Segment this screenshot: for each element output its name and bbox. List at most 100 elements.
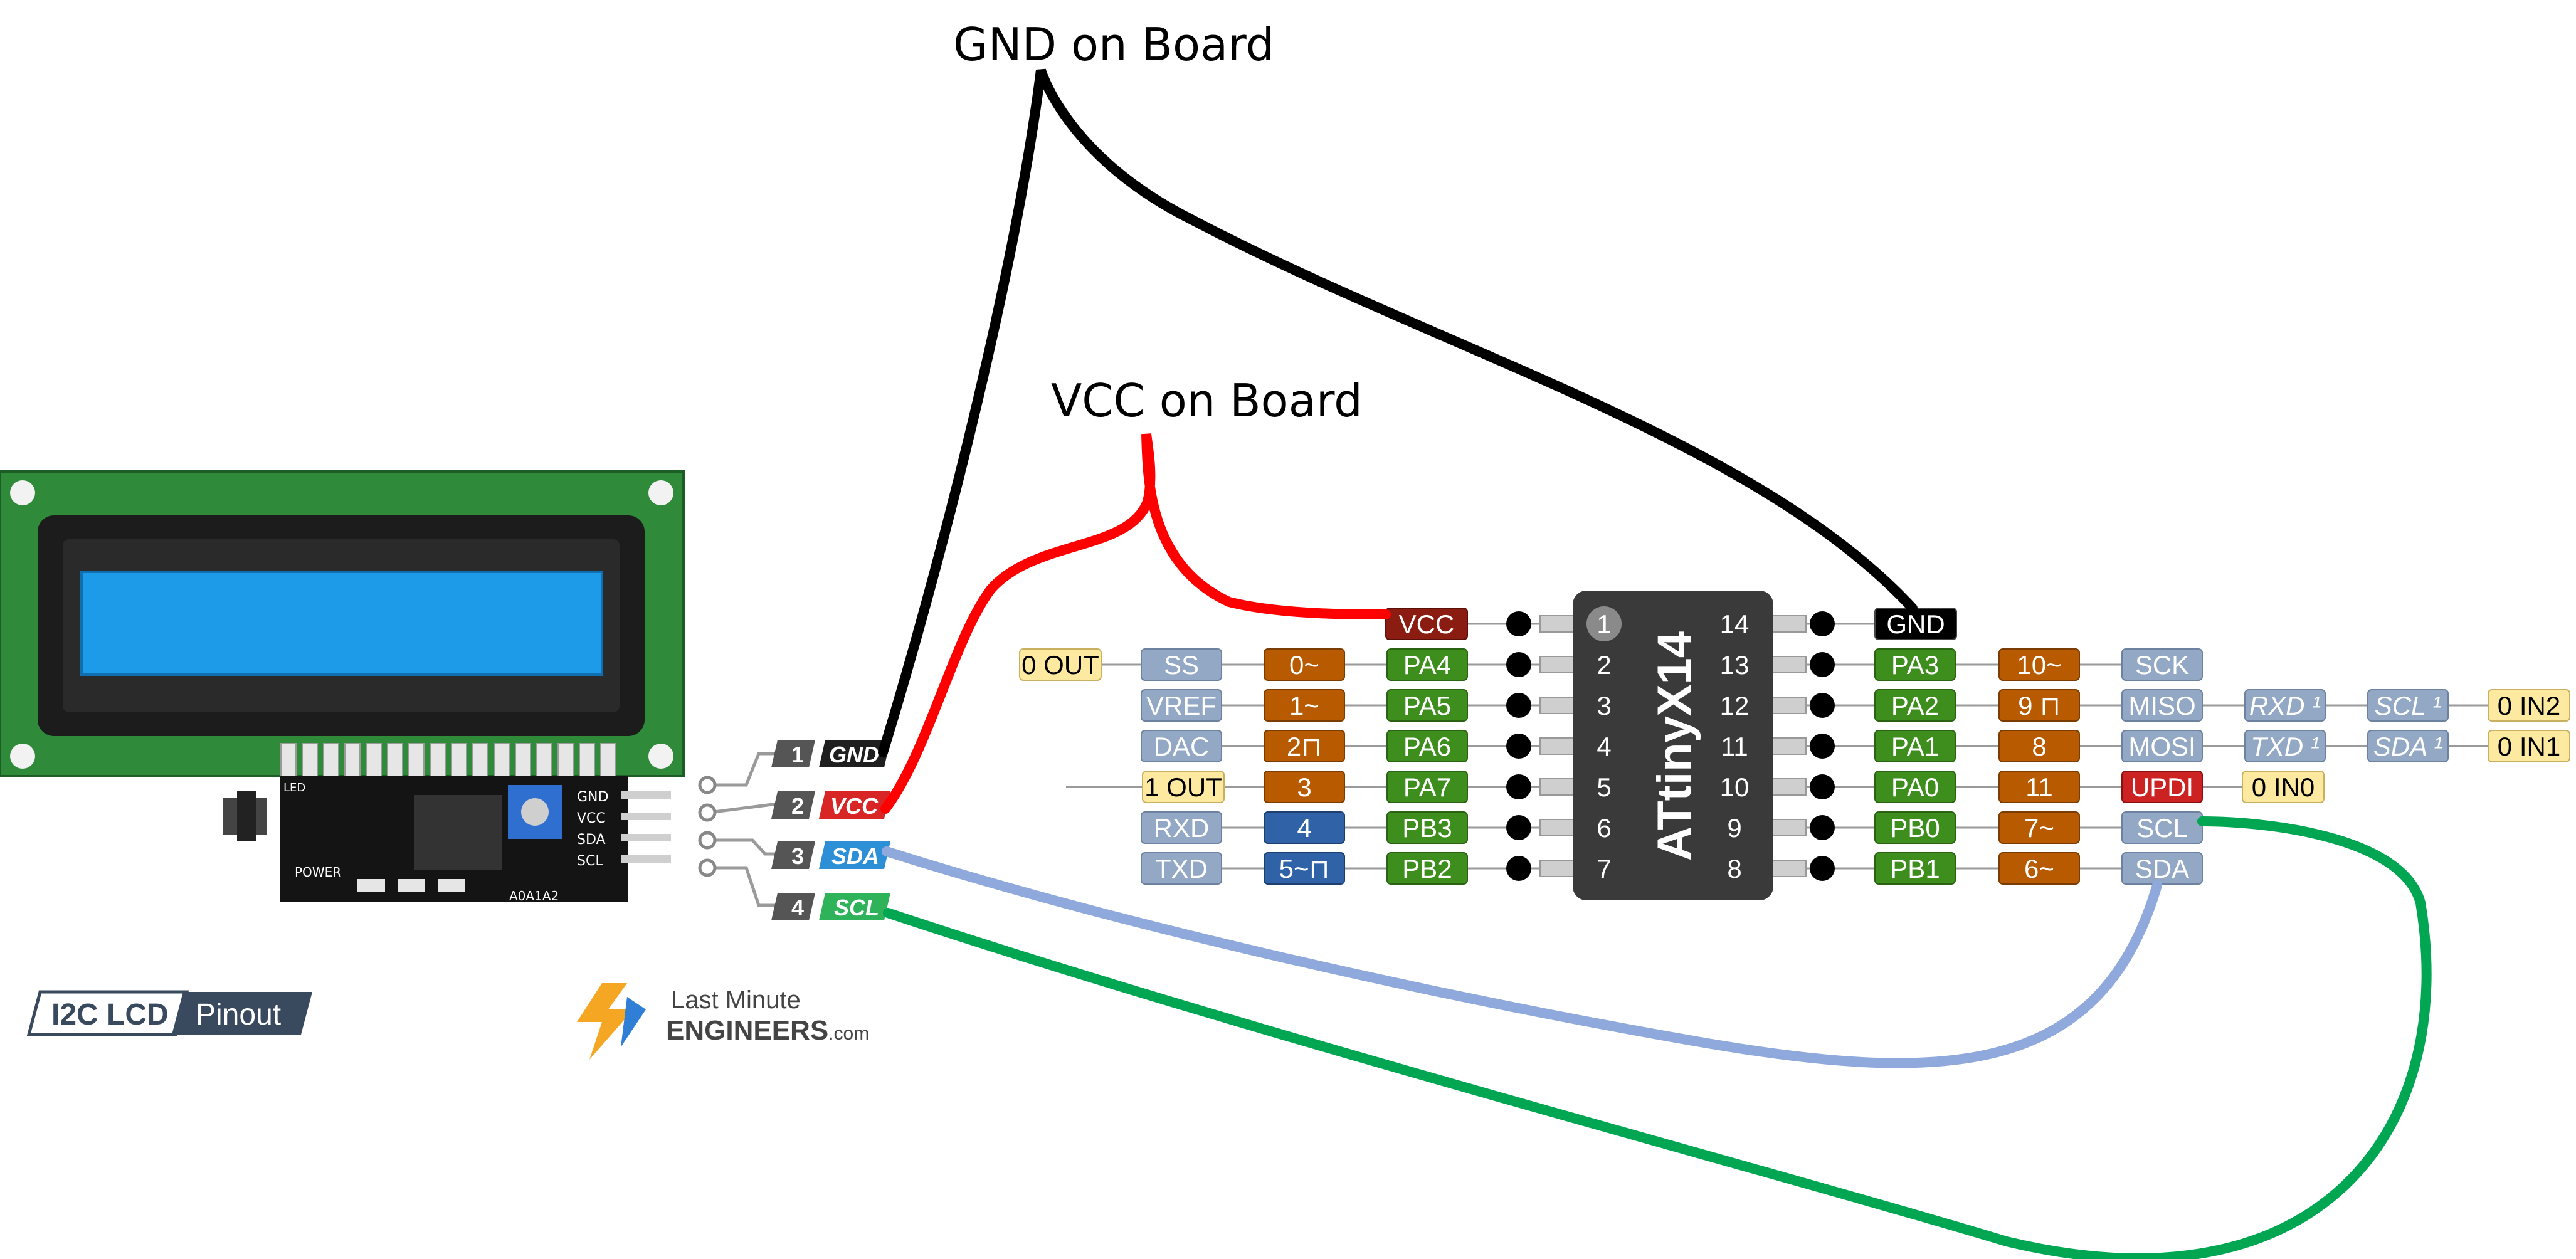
lcd-pin-sda: [819, 841, 890, 869]
port-pb2: PB2: [1402, 854, 1452, 883]
pinout-badge: I2C LCD Pinout: [26, 990, 312, 1036]
led-label: LED: [283, 781, 305, 794]
arduino-pin-8: 8: [2032, 732, 2046, 761]
silk-sda: SDA: [577, 832, 606, 848]
attiny-chip: ATtinyX14 1 2 3 4 5 6 7 14 13 12 11 10 9…: [1539, 591, 1807, 900]
mount-hole: [648, 744, 673, 769]
arduino-pin-11: 11: [2025, 772, 2053, 802]
silk-vcc: VCC: [577, 811, 606, 826]
func-miso: MISO: [2128, 691, 2195, 720]
chip-pin-num: 10: [1720, 772, 1750, 802]
func-vref: VREF: [1146, 691, 1217, 720]
extra-in2: 0 IN2: [2498, 691, 2560, 720]
silk-scl: SCL: [577, 853, 603, 869]
silk-gnd: GND: [577, 789, 608, 805]
sda-wire: [882, 846, 2162, 1068]
port-pa3: PA3: [1891, 650, 1939, 680]
svg-text:GND: GND: [829, 742, 879, 767]
logo-line1: Last Minute: [671, 986, 801, 1014]
pin-vcc-label: VCC: [1399, 609, 1455, 639]
arduino-pin-5: 5~⊓: [1279, 854, 1330, 883]
svg-text:2: 2: [791, 793, 804, 819]
port-pa4: PA4: [1403, 650, 1451, 680]
pin-gnd-label: GND: [1886, 609, 1945, 639]
port-pa7: PA7: [1403, 772, 1451, 802]
alt-sda: SDA ¹: [2373, 732, 2442, 761]
svg-text:1: 1: [791, 742, 804, 767]
wires: [878, 68, 2432, 1259]
chip-pin-num: 11: [1721, 732, 1748, 761]
port-pb3: PB3: [1402, 813, 1452, 843]
lcd-module: LED POWER A0A1A2 GND VCC SDA SCL: [0, 470, 685, 903]
extra-1-out: 1 OUT: [1144, 772, 1222, 802]
chip-name: ATtinyX14: [1648, 631, 1701, 861]
chip-pin-num: 14: [1720, 609, 1750, 639]
svg-text:4: 4: [791, 895, 804, 920]
chip-pin-num: 12: [1720, 691, 1750, 720]
pin-dots: [1506, 611, 1835, 881]
chip-pin-num: 5: [1597, 772, 1611, 802]
lcd-pin-num-2: [771, 791, 815, 819]
chip-pin-num: 1: [1597, 609, 1611, 639]
arduino-pin-2: 2⊓: [1287, 732, 1322, 761]
lcd-pin-callouts: 1 2 3 4 GND VCC SDA SCL: [698, 740, 890, 920]
lcd-screen: [80, 571, 603, 676]
chip-pin-num: 7: [1597, 854, 1611, 883]
alt-scl: SCL ¹: [2375, 691, 2442, 720]
logo-line2: ENGINEERS.com: [666, 1015, 869, 1046]
power-label: POWER: [295, 865, 341, 880]
func-txd: TXD: [1155, 854, 1208, 883]
mount-hole: [10, 480, 35, 505]
extra-in0: 0 IN0: [2252, 772, 2315, 802]
chip-pin-num: 9: [1727, 813, 1741, 843]
svg-text:3: 3: [791, 843, 804, 869]
badge-left-text: I2C LCD: [51, 998, 169, 1031]
lcd-pin-gnd: [819, 740, 890, 767]
pcf8574-chip: [414, 795, 502, 870]
alt-rxd: RXD ¹: [2249, 691, 2321, 720]
last-minute-engineers-logo: Last Minute ENGINEERS.com: [577, 983, 869, 1060]
address-label: A0A1A2: [509, 888, 559, 903]
pin1-marker: [1586, 606, 1622, 641]
mount-hole: [648, 480, 673, 505]
alt-txd: TXD ¹: [2251, 732, 2320, 761]
func-scl: SCL: [2136, 813, 2188, 843]
extra-in1: 0 IN1: [2498, 732, 2560, 761]
chip-pin-num: 13: [1720, 650, 1750, 680]
mount-hole: [10, 744, 35, 769]
arduino-pin-9: 9 ⊓: [2018, 691, 2061, 720]
right-pin-labels: GND PA3 PA2 PA1 PA0 PB0 PB1 10~ 9 ⊓ 8 11…: [1874, 608, 2570, 885]
lcd-pin-num-4: [771, 893, 815, 920]
pin-vcc-box: [1385, 608, 1468, 640]
arduino-pin-3: 3: [1297, 772, 1311, 802]
port-pa1: PA1: [1891, 732, 1939, 761]
bolt-icon: [577, 983, 633, 1060]
chip-pin-num: 2: [1597, 650, 1611, 680]
extra-0-out: 0 OUT: [1021, 650, 1099, 680]
port-pa5: PA5: [1403, 691, 1451, 720]
func-rxd: RXD: [1154, 813, 1210, 843]
i2c-header-pins: [621, 791, 671, 863]
port-pa2: PA2: [1891, 691, 1939, 720]
port-pb1: PB1: [1890, 854, 1940, 883]
lcd-pin-vcc: [819, 791, 890, 819]
arduino-pin-4: 4: [1297, 813, 1311, 843]
gnd-wire: [878, 68, 1918, 757]
chip-body: [1573, 591, 1773, 900]
vcc-on-board-annotation: VCC on Board: [1051, 374, 1363, 427]
arduino-pin-7: 7~: [2024, 813, 2054, 843]
vcc-wire: [880, 433, 1391, 814]
left-pin-labels: VCC PA4 PA5 PA6 PA7 PB3 PB2 0~ 1~ 2⊓ 3 4…: [1019, 608, 1468, 885]
chip-pin-num: 3: [1597, 691, 1611, 720]
func-ss: SS: [1164, 650, 1199, 680]
arduino-pin-0: 0~: [1289, 650, 1319, 680]
arduino-pin-6: 6~: [2024, 854, 2054, 883]
chip-pin-num: 4: [1597, 732, 1611, 761]
lcd-pin-num-1: [771, 740, 815, 767]
func-dac: DAC: [1154, 732, 1210, 761]
arduino-pin-10: 10~: [2017, 650, 2061, 680]
port-pb0: PB0: [1890, 813, 1940, 843]
gnd-on-board-annotation: GND on Board: [953, 18, 1274, 71]
chip-pin-num: 8: [1727, 854, 1741, 883]
